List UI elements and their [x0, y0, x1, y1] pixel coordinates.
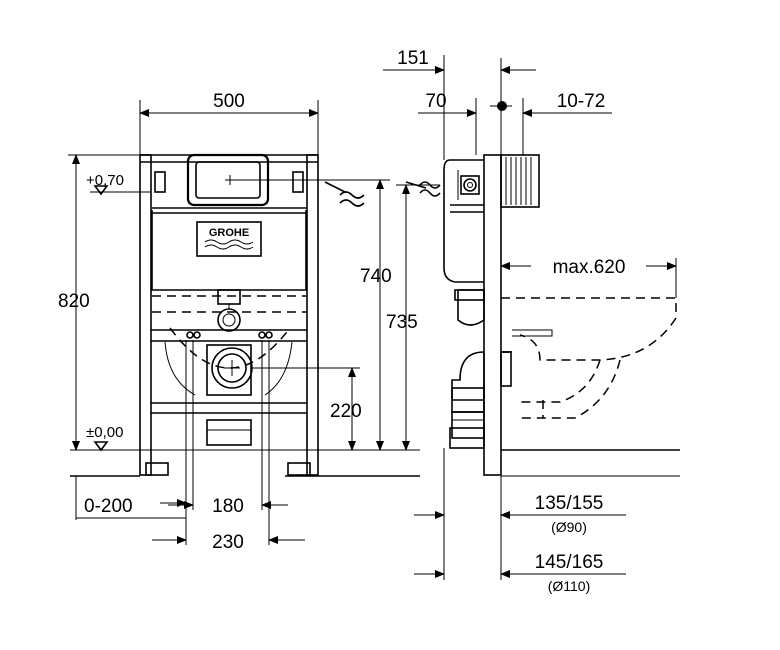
brand-logo-text: GROHE: [209, 227, 249, 239]
dim-depth-total: 151: [397, 48, 429, 69]
dim-outlet-spacing: 180: [212, 496, 244, 517]
dim-height: 820: [58, 291, 90, 312]
dim-width: 500: [213, 91, 245, 112]
dim-pipe-d90-note: (Ø90): [551, 519, 587, 535]
level-floor: ±0,00: [86, 424, 123, 441]
grohe-logo: GROHE: [196, 221, 262, 257]
dim-depth-cistern: 70: [425, 91, 446, 112]
front-view: GROHE: [58, 91, 420, 553]
level-top: +0,70: [86, 172, 124, 189]
dim-pipe-d110: 145/165: [535, 552, 604, 573]
dim-pipe-d110-note: (Ø110): [548, 578, 591, 594]
dim-flush-height: 740: [360, 266, 392, 287]
dim-outlet-height: 220: [330, 401, 362, 422]
dim-foot-spacing: 230: [212, 532, 244, 553]
dim-supply-height: 735: [386, 312, 418, 333]
side-view: 735 max.620 151 70: [383, 48, 680, 594]
dim-bowl-projection: max.620: [553, 257, 626, 278]
dim-supply-offset: 10-72: [557, 91, 606, 112]
dim-pipe-d90: 135/155: [535, 493, 604, 514]
dim-feet-offset: 0-200: [84, 496, 133, 517]
